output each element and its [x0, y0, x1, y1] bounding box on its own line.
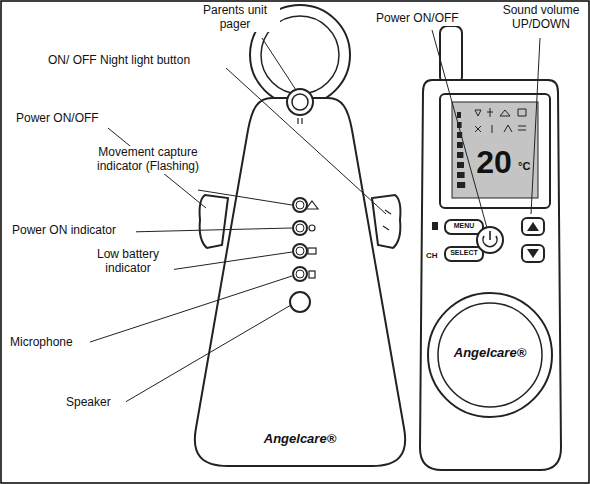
part-label: Sound volume UP/DOWN — [497, 4, 585, 32]
part-label: Power ON/OFF — [376, 12, 476, 26]
part-label: ON/ OFF Night light button — [48, 54, 226, 68]
parent-unit — [420, 26, 561, 470]
brand-logo: Angelcare® — [250, 432, 350, 447]
button-label: CH — [426, 251, 444, 260]
part-label: Microphone — [10, 336, 90, 350]
brand-logo: Angelcare® — [440, 346, 540, 361]
baby-unit — [195, 5, 405, 466]
part-label: Power ON/OFF — [16, 112, 116, 126]
part-label: Parents unit pager — [190, 4, 280, 32]
display-reading: 20 — [470, 144, 518, 181]
button-label: MENU — [445, 222, 483, 230]
button-label: SELECT — [445, 249, 483, 257]
part-label: Movement capture indicator (Flashing) — [92, 146, 204, 174]
part-label: Low battery indicator — [82, 248, 174, 276]
display-unit: °C — [518, 160, 538, 173]
part-label: Power ON indicator — [12, 224, 136, 238]
part-label: Speaker — [66, 396, 126, 410]
leader-lines — [84, 30, 540, 404]
